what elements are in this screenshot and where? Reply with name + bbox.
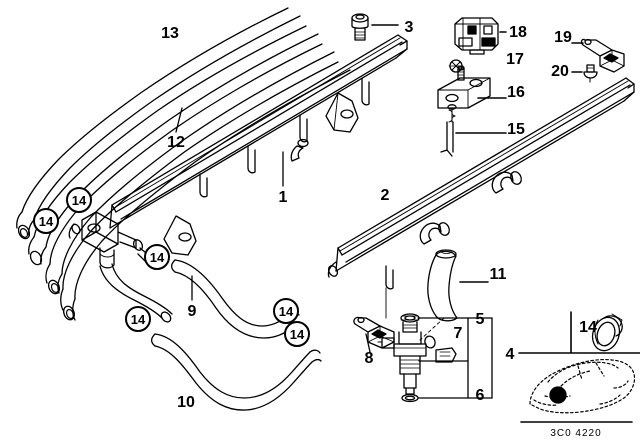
inset-panel bbox=[518, 311, 640, 423]
callout-number-9: 9 bbox=[187, 303, 197, 320]
callout-number-12: 12 bbox=[167, 134, 185, 151]
hose-clamp-rings bbox=[19, 228, 75, 320]
bracket-part-16 bbox=[437, 65, 507, 109]
bolt-part-3 bbox=[351, 13, 399, 41]
hose-end-fittings-left bbox=[16, 211, 76, 321]
callout-number-6: 6 bbox=[475, 387, 485, 404]
rail-connector-block-left bbox=[68, 211, 158, 269]
hose-clamp-icon-14 bbox=[591, 313, 623, 352]
fuel-injector-part-7 bbox=[377, 287, 445, 403]
clip-part-18 bbox=[454, 17, 507, 55]
callout-number-17: 17 bbox=[506, 51, 524, 68]
callout-number-2: 2 bbox=[380, 187, 390, 204]
badge-marker-14: 14 bbox=[125, 306, 151, 332]
callout-number-8: 8 bbox=[364, 350, 374, 367]
diagram-id-text: 3C0 4220 bbox=[550, 428, 602, 439]
terminal-part-19 bbox=[571, 38, 625, 73]
callout-number-16: 16 bbox=[507, 84, 525, 101]
lower-hoses-9-10 bbox=[99, 259, 322, 411]
callout-number-14: 14 bbox=[579, 319, 597, 336]
callout-number-18: 18 bbox=[509, 24, 527, 41]
callout-number-3: 3 bbox=[404, 19, 414, 36]
badge-marker-14: 14 bbox=[66, 187, 92, 213]
callout-number-4: 4 bbox=[505, 346, 515, 363]
hose-bundle-13-12 bbox=[21, 7, 351, 300]
callout-number-20: 20 bbox=[551, 63, 569, 80]
retaining-clip-part-15 bbox=[440, 104, 507, 157]
car-silhouette-icon bbox=[529, 358, 636, 414]
callout-number-7: 7 bbox=[453, 325, 463, 342]
hose-part-11 bbox=[427, 249, 489, 322]
callout-number-11: 11 bbox=[489, 266, 507, 283]
badge-marker-14: 14 bbox=[33, 208, 59, 234]
fuel-rail-1 bbox=[109, 34, 408, 256]
badge-marker-14: 14 bbox=[284, 321, 310, 347]
callout-number-10: 10 bbox=[177, 394, 195, 411]
engine-location-dot-icon bbox=[549, 386, 567, 404]
badge-marker-14: 14 bbox=[273, 298, 299, 324]
connector-part-8 bbox=[353, 316, 395, 353]
fuel-rail-2 bbox=[327, 77, 635, 290]
callout-number-5: 5 bbox=[475, 311, 485, 328]
group-bracket-lines-4-5-6 bbox=[417, 317, 493, 399]
callout-number-1: 1 bbox=[278, 189, 288, 206]
screw-part-20 bbox=[571, 64, 598, 83]
callout-number-19: 19 bbox=[554, 29, 572, 46]
callout-number-13: 13 bbox=[161, 25, 179, 42]
callout-leader-lines bbox=[175, 107, 284, 301]
callout-number-15: 15 bbox=[507, 121, 525, 138]
badge-marker-14: 14 bbox=[144, 244, 170, 270]
